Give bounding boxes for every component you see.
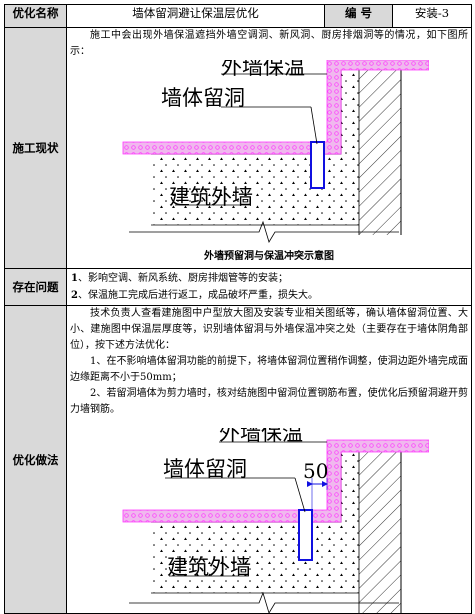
label-opening: 墙体留洞 (163, 457, 247, 481)
label-wall: 建筑外墙 (169, 185, 253, 209)
optimized-diagram: 50 外墙保温 墙体留洞 建筑外墙 (122, 428, 429, 613)
label-wall: 建筑外墙 (167, 555, 251, 579)
conflict-diagram: 外墙保温 墙体留洞 建筑外墙 (122, 60, 429, 243)
number-label: 编 号 (324, 4, 393, 28)
insulation-layer (122, 60, 429, 155)
number-value: 安装-3 (392, 4, 472, 28)
problems-content: 1、影响空调、新风系统、厨房排烟管等的安装；2、保温施工完成后进行返工，成品破坏… (66, 268, 472, 306)
problems-label: 存在问题 (4, 268, 67, 306)
diagram-caption: 外墙预留洞与保温冲突示意图 (204, 251, 334, 262)
label-insulation: 外墙保温 (219, 428, 303, 445)
optimization-label: 优化做法 (4, 305, 67, 614)
dimension-label: 50 (303, 459, 328, 483)
break-line (129, 220, 399, 243)
current-content: 施工中会出现外墙保温遮挡外墙空调洞、新风洞、厨房排烟洞等的情况，如下图所示： (66, 27, 472, 269)
break-line (129, 591, 399, 613)
current-label: 施工现状 (4, 27, 67, 269)
optimization-paragraph: 技术负责人查看建施图中户型放大图及安装专业相关图纸等，确认墙体留洞位置、大小、建… (70, 308, 468, 351)
problems-row: 存在问题 1、影响空调、新风系统、厨房排烟管等的安装；2、保温施工完成后进行返工… (4, 268, 472, 306)
wall-opening (310, 141, 325, 189)
optimization-content: 技术负责人查看建施图中户型放大图及安装专业相关图纸等，确认墙体留洞位置、大小、建… (66, 305, 472, 614)
optimization-paragraph: 2、若留洞墙体为剪力墙时，核对结施图中留洞位置钢筋布置，使优化后预留洞避开剪力墙… (70, 388, 468, 415)
current-row: 施工现状 施工中会出现外墙保温遮挡外墙空调洞、新风洞、厨房排烟洞等的情况，如下图… (4, 27, 472, 269)
current-text: 施工中会出现外墙保温遮挡外墙空调洞、新风洞、厨房排烟洞等的情况，如下图所示： (70, 30, 468, 57)
problem-item: 1、影响空调、新风系统、厨房排烟管等的安装；2、保温施工完成后进行返工，成品破坏… (71, 273, 318, 301)
optimization-row: 优化做法 技术负责人查看建施图中户型放大图及安装专业相关图纸等，确认墙体留洞位置… (4, 305, 472, 614)
optimization-table: 优化名称 墙体留洞避让保温层优化 编 号 安装-3 施工现状 施工中会出现外墙保… (4, 4, 472, 614)
wall-opening (298, 509, 313, 561)
wall-body (151, 70, 402, 235)
header-row: 优化名称 墙体留洞避让保温层优化 编 号 安装-3 (4, 4, 472, 28)
name-value: 墙体留洞避让保温层优化 (66, 4, 325, 28)
optimization-paragraph: 1、在不影响墙体留洞功能的前提下，将墙体留洞位置稍作调整，使洞边距外墙完成面边缘… (70, 356, 468, 383)
name-label: 优化名称 (4, 4, 67, 28)
label-insulation: 外墙保温 (221, 60, 305, 79)
label-opening: 墙体留洞 (161, 86, 245, 110)
